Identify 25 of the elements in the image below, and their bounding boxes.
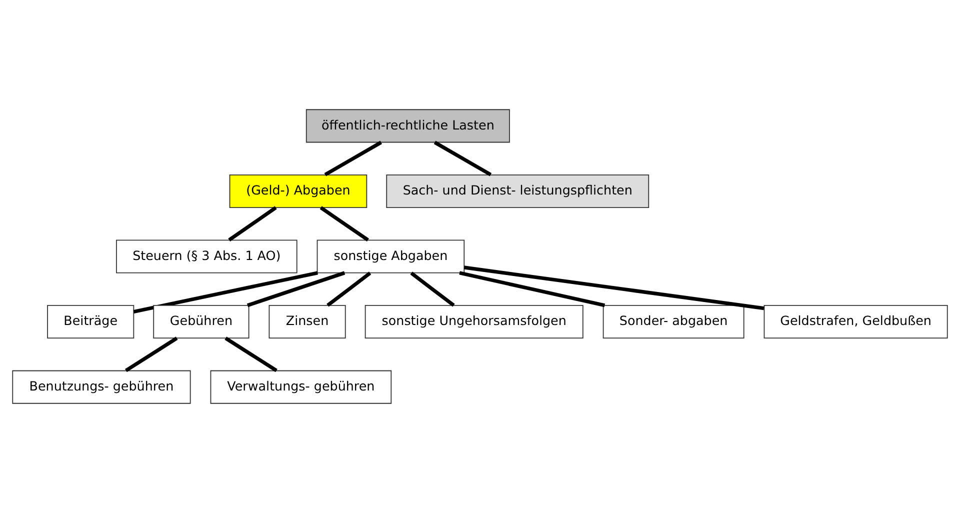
node-box: sonstige Ungehorsamsfolgen (364, 305, 584, 339)
node-box: Sonder- abgaben (602, 305, 744, 339)
connector (125, 336, 178, 372)
node-box: Geldstrafen, Geldbußen (764, 305, 948, 339)
node-box: sonstige Abgaben (316, 240, 465, 274)
connector (326, 272, 372, 307)
node-box: Sach- und Dienst- leistungspflichten (386, 174, 650, 208)
connector (224, 336, 278, 372)
connector (133, 271, 318, 314)
node-box: Beiträge (47, 305, 134, 339)
node-box: öffentlich-rechtliche Lasten (306, 109, 510, 143)
connector (324, 140, 382, 176)
connector (434, 140, 492, 176)
node-box: Steuern (§ 3 Abs. 1 AO) (116, 240, 298, 274)
connector (464, 266, 764, 310)
connector (410, 272, 455, 307)
connector (246, 271, 346, 308)
node-box: (Geld-) Abgaben (229, 174, 368, 208)
connector (228, 206, 277, 242)
node-box: Gebühren (153, 305, 250, 339)
connector (320, 206, 370, 242)
node-box: Verwaltungs- gebühren (210, 370, 392, 404)
node-box: Zinsen (268, 305, 346, 339)
connector (459, 271, 606, 308)
node-box: Benutzungs- gebühren (12, 370, 191, 404)
